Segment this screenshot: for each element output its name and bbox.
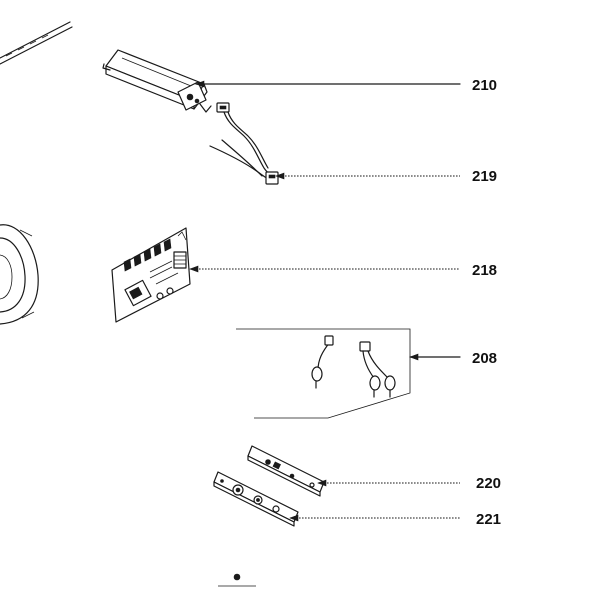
part-210-ballast — [102, 49, 212, 113]
housing-fragment — [0, 21, 73, 325]
part-220-lamp-bar — [247, 445, 325, 497]
part-219-wire-harness — [209, 102, 279, 185]
callout-210: 210 — [472, 77, 497, 94]
callout-218: 218 — [472, 262, 497, 279]
callout-220: 220 — [476, 475, 501, 492]
part-218-circuit-board — [111, 227, 191, 323]
leader-lines — [189, 80, 461, 522]
callout-208: 208 — [472, 350, 497, 367]
part-221-lamp-bar — [213, 471, 299, 527]
callout-219: 219 — [472, 168, 497, 185]
part-208-sensor-kit — [236, 328, 411, 419]
bottom-mark — [218, 573, 256, 587]
callout-221: 221 — [476, 511, 501, 528]
